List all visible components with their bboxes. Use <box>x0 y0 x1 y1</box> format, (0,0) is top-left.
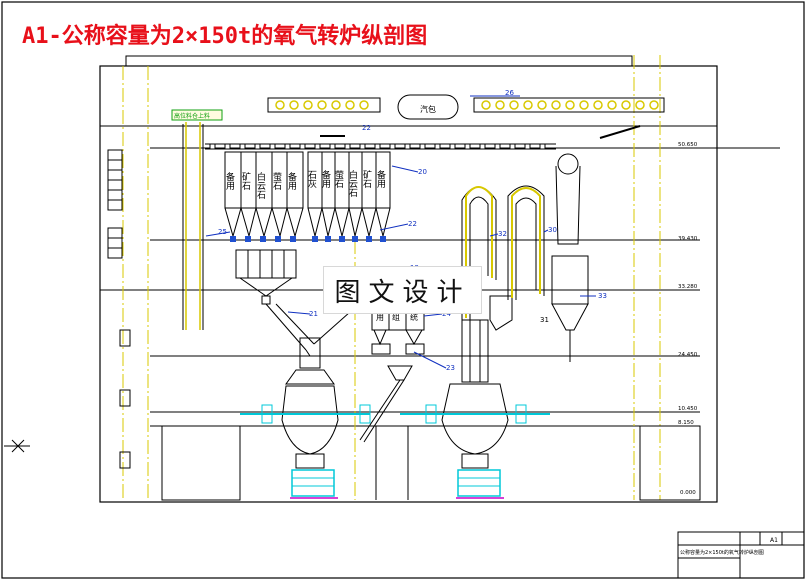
small-bin-3: 统 <box>410 312 418 322</box>
duct-leaders <box>489 229 596 297</box>
label-33: 33 <box>598 292 607 300</box>
right-bin-labels: 石灰 备用 萤石 白云石 矿石 备用 <box>306 169 386 198</box>
elevation-marks: 50.650 39.430 33.280 24.450 10.450 8.150… <box>678 142 698 496</box>
cross-mark <box>4 439 30 453</box>
bin-left-4: 萤石 <box>271 171 282 191</box>
left-bins <box>224 151 304 238</box>
oxygen-lance <box>185 122 201 330</box>
elev-1: 50.650 <box>678 142 698 148</box>
top-box <box>171 109 223 121</box>
bin-right-2: 备用 <box>320 169 331 189</box>
title-block-tag: A1 <box>770 537 778 544</box>
label-25: 25 <box>218 228 227 236</box>
bin-left-1: 备用 <box>224 171 235 191</box>
steam-drum-label: 汽包 <box>420 104 436 114</box>
gas-cleaning <box>461 153 589 362</box>
drawing-title: A1-公称容量为2×150t的氧气转炉纵剖图 <box>22 24 428 49</box>
bin-right-5: 矿石 <box>361 169 372 189</box>
title-block <box>677 531 805 579</box>
left-stair <box>107 149 131 469</box>
left-ladle <box>290 469 338 499</box>
right-ladle <box>456 469 504 499</box>
elev-2: 39.430 <box>678 236 698 242</box>
chute <box>265 303 351 357</box>
weigh-hoppers <box>235 249 297 305</box>
top-conveyors <box>267 95 665 113</box>
elev-5: 10.450 <box>678 406 698 412</box>
elev-3: 33.280 <box>678 284 698 290</box>
duct-highlight <box>465 186 541 318</box>
right-converter <box>400 319 550 469</box>
label-24: 24 <box>442 310 451 318</box>
label-22: 22 <box>408 220 417 228</box>
bin-right-4: 白云石 <box>347 169 358 198</box>
bin-left-3: 白云石 <box>255 171 266 200</box>
right-bins <box>307 151 391 237</box>
small-bin-2: 组 <box>392 312 400 322</box>
watermark: 图文设计 <box>323 266 482 314</box>
bin-right-1: 石灰 <box>306 170 317 189</box>
bin-left-5: 备用 <box>286 171 297 191</box>
bin-left-2: 矿石 <box>240 171 251 191</box>
upper-belt: 22 <box>205 124 641 150</box>
title-block-name: 公称容量为2×150t的氧气转炉纵剖图 <box>680 549 764 556</box>
elev-7: 0.000 <box>680 490 696 496</box>
label-22-top: 22 <box>362 124 371 132</box>
bin-right-6: 备用 <box>375 169 386 189</box>
steam-drum <box>397 94 459 120</box>
lower-walls <box>161 425 701 501</box>
label-26: 26 <box>505 89 514 97</box>
left-bin-labels: 备用 矿石 白云石 萤石 备用 <box>224 171 297 200</box>
label-20: 20 <box>418 168 427 176</box>
lance-pipe <box>182 124 204 330</box>
small-bin-1: 用 <box>376 313 384 322</box>
left-converter <box>240 337 371 469</box>
bin-right-3: 萤石 <box>333 169 344 189</box>
label-23: 23 <box>446 364 455 372</box>
elev-4: 24.450 <box>678 352 698 358</box>
elev-6: 8.150 <box>678 420 694 426</box>
small-bin-labels: 用 组 统 <box>376 312 418 322</box>
label-30: 30 <box>548 226 557 234</box>
label-32: 32 <box>498 230 507 238</box>
top-box-label: 高位料仓上料 <box>174 112 210 120</box>
label-21: 21 <box>309 310 318 318</box>
label-31: 31 <box>540 316 549 324</box>
roof <box>125 55 633 67</box>
feeders <box>230 236 386 242</box>
